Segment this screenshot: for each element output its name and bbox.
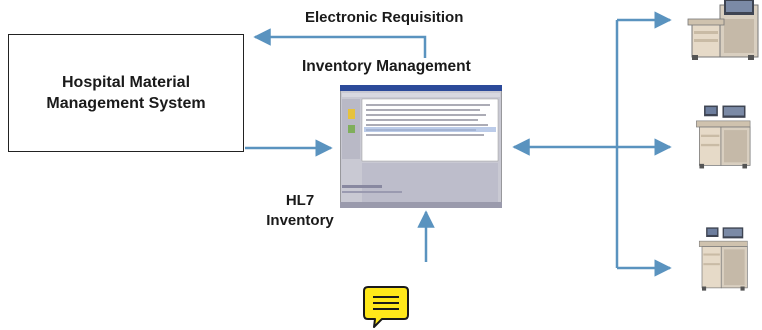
hl7-label-line1: HL7 xyxy=(285,192,315,209)
hl7-label-line2: Inventory xyxy=(266,212,334,229)
hospital-system-label-line2: Management System xyxy=(46,95,206,112)
electronic-requisition-label: Electronic Requisition xyxy=(305,9,464,26)
hl7-inventory-label: HL7 Inventory xyxy=(246,191,354,231)
dispensing-workstation-3 xyxy=(698,227,748,291)
inventory-management-label: Inventory Management xyxy=(302,58,471,75)
hospital-system-label-line1: Hospital Material xyxy=(61,74,191,91)
dispensing-workstation-2 xyxy=(696,105,751,169)
hospital-material-management-system-box: Hospital Material Management System xyxy=(8,34,244,152)
inventory-software-screenshot xyxy=(340,85,502,208)
electronic-requisition-arrow xyxy=(253,28,427,58)
message-bubble-icon xyxy=(363,286,409,328)
dispensing-workstation-1 xyxy=(687,0,759,60)
